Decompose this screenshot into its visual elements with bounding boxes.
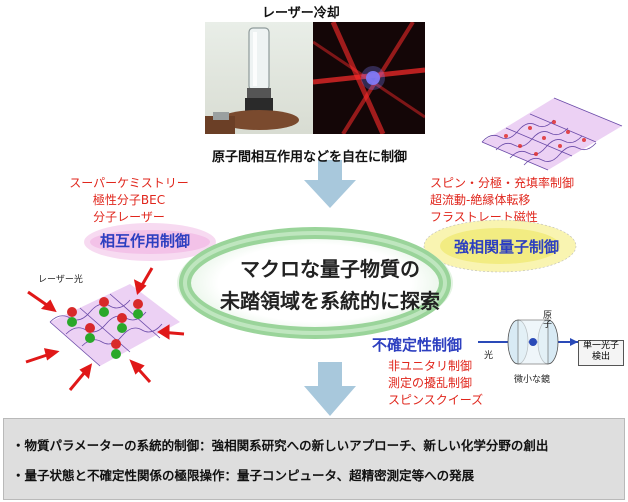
list-item: 非ユニタリ制御 [388,359,473,373]
single-photon-detector: 単一光子検出 [578,340,624,366]
strong-correlation-bubble [423,219,577,273]
light-label: 光 [484,351,494,361]
list-item: スピン・分極・充填率制御 [430,176,575,190]
laser-light-label: レーザー光 [38,275,83,285]
mirror-label: 微小な鏡 [514,375,551,385]
vacuum-cell-photo [205,22,313,134]
mot-laser-photo [313,22,425,134]
atom-label: 原子 [541,310,551,328]
list-item: スピンスクイーズ [388,393,484,407]
vacuum-cell-illustration [205,27,299,134]
lattice-surface-right [481,97,623,171]
summary-line-2: ・量子状態と不確定性関係の極限操作：量子コンピュータ、超精密測定等への発展 [12,468,475,483]
crossing-beams-illustration [313,22,425,134]
list-item: 極性分子BEC [92,193,166,207]
uncertainty-control-label: 不確定性制御 [372,336,463,354]
list-item: 分子レーザー [93,210,165,224]
list-item: 測定の擾乱制御 [388,376,473,390]
center-title-line2: 未踏領域を系統的に探索 [220,289,440,313]
laser-cooling-title: レーザー冷却 [262,6,340,21]
center-title-line1: マクロな量子物質の [240,257,420,281]
interaction-control-bubble [84,223,216,261]
control-caption: 原子間相互作用などを自在に制御 [212,150,408,165]
summary-box: ・物質パラメーターの系統的制御：強相関系研究への新しいアプローチ、新しい化学分野… [3,418,625,500]
interaction-control-list: スーパーケミストリー 極性分子BEC 分子レーザー [44,175,214,226]
strong-correlation-label: 強相関量子制御 [454,238,560,256]
summary-line-1: ・物質パラメーターの系統的制御：強相関系研究への新しいアプローチ、新しい化学分野… [12,438,549,453]
cavity-apparatus [478,319,578,365]
down-arrow-bottom [304,362,356,416]
down-arrow-top [304,160,356,208]
interaction-control-label: 相互作用制御 [100,232,191,250]
molecule-lattice-illustration [25,267,185,391]
central-ring [177,227,453,339]
list-item: 超流動-絶縁体転移 [430,193,531,207]
uncertainty-control-list: 非ユニタリ制御 測定の擾乱制御 スピンスクイーズ [388,358,483,409]
list-item: スーパーケミストリー [69,176,189,190]
